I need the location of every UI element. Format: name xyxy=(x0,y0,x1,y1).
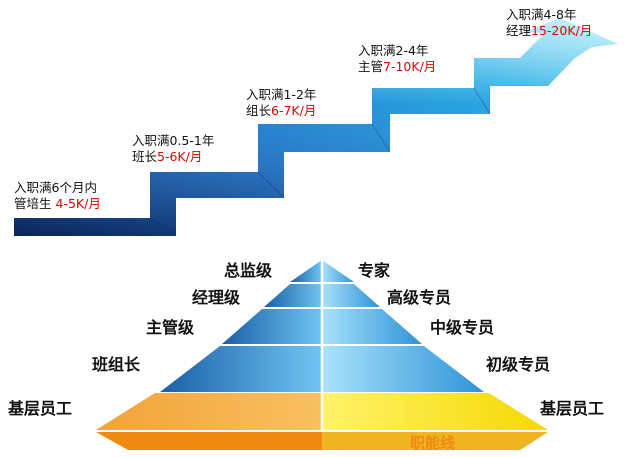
staircase-shape xyxy=(14,18,618,237)
prof-level-5: 基层员工 xyxy=(540,399,605,418)
step-4-label: 入职满2-4年 主管7-10K/月 xyxy=(358,43,436,75)
professional-track-label: 职能线 xyxy=(410,434,456,452)
step-3-label: 入职满1-2年 组长6-7K/月 xyxy=(246,87,316,119)
step-4-title: 主管 xyxy=(358,59,384,74)
prof-level-4: 初级专员 xyxy=(486,355,551,374)
step-2-title: 班长 xyxy=(132,149,158,164)
step-2-salary: 5-6K/月 xyxy=(157,149,203,164)
management-track-label: 管理线 xyxy=(168,434,214,452)
career-pyramid xyxy=(96,258,548,450)
step-5-label: 入职满4-8年 经理15-20K/月 xyxy=(506,7,592,39)
step-4-tenure: 入职满2-4年 xyxy=(358,43,429,58)
step-3-salary: 6-7K/月 xyxy=(271,103,317,118)
step-1-label: 入职满6个月内 管培生 4-5K/月 xyxy=(14,180,101,212)
step-5-tenure: 入职满4-8年 xyxy=(506,7,577,22)
step-4-salary: 7-10K/月 xyxy=(383,59,437,74)
step-2-label: 入职满0.5-1年 班长5-6K/月 xyxy=(132,133,214,165)
mgmt-level-3: 主管级 xyxy=(146,318,195,337)
step-3-title: 组长 xyxy=(246,103,272,118)
step-5-title: 经理 xyxy=(506,23,532,38)
mgmt-level-4: 班组长 xyxy=(92,355,141,374)
step-1-salary: 4-5K/月 xyxy=(55,196,101,211)
mgmt-level-1: 总监级 xyxy=(224,261,273,280)
prof-level-3: 中级专员 xyxy=(430,318,495,337)
prof-level-1: 专家 xyxy=(358,261,391,280)
step-1-tenure: 入职满6个月内 xyxy=(14,180,97,195)
prof-level-2: 高级专员 xyxy=(387,288,452,307)
mgmt-level-5: 基层员工 xyxy=(8,399,73,418)
step-2-tenure: 入职满0.5-1年 xyxy=(132,133,215,148)
mgmt-level-2: 经理级 xyxy=(192,288,241,307)
step-5-salary: 15-20K/月 xyxy=(531,23,593,38)
step-1-title: 管培生 xyxy=(14,196,52,211)
step-3-tenure: 入职满1-2年 xyxy=(246,87,317,102)
